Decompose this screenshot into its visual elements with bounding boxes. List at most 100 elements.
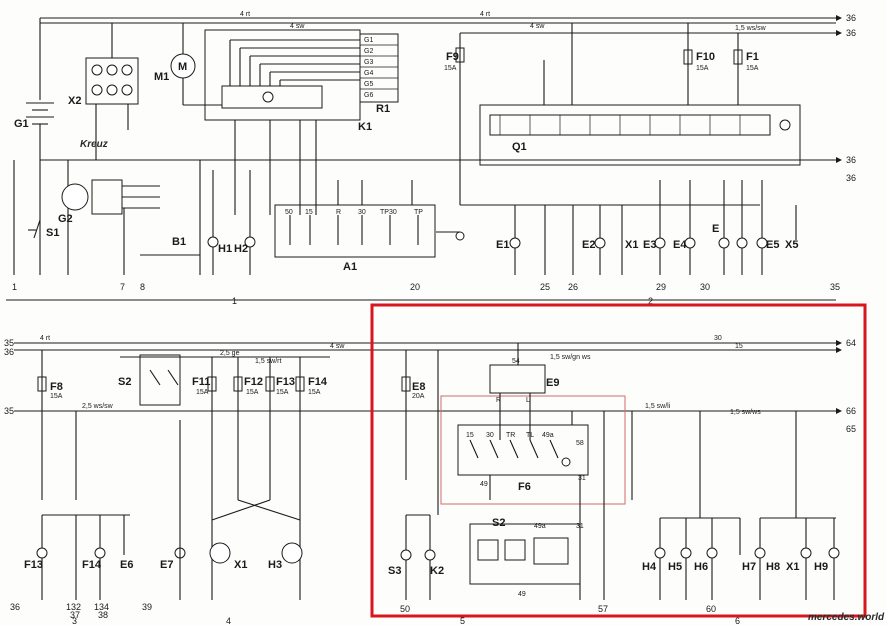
label-q1: Q1 xyxy=(512,141,527,153)
label-m1: M1 xyxy=(154,71,169,83)
highlight-outer-box xyxy=(370,303,867,618)
label-e6: F13 xyxy=(24,559,43,571)
label-e1: E1 xyxy=(496,239,509,251)
s3-term-49a: 49a xyxy=(542,432,554,439)
relay-term-g1: G1 xyxy=(364,37,373,44)
top-num-25: 25 xyxy=(540,282,550,292)
label-f10: F10 xyxy=(696,51,715,63)
section-5-circuit xyxy=(400,343,633,600)
relay-module-k1 xyxy=(204,29,399,215)
top-num-20: 20 xyxy=(410,282,420,292)
bus-term-b-65: 65 xyxy=(846,424,856,434)
s3-term-31: 31 xyxy=(578,475,586,482)
fuses-top xyxy=(455,23,760,206)
label-x5: X5 xyxy=(785,239,798,251)
a1-term-tp30: TP30 xyxy=(380,209,397,216)
label-e4: E4 xyxy=(673,239,687,251)
s3-term-49: 49 xyxy=(480,481,488,488)
label-e5: E5 xyxy=(766,239,779,251)
bus-term-36a: 36 xyxy=(846,13,856,23)
sensors-b1-h1-h2 xyxy=(140,160,256,275)
label-g1: G1 xyxy=(14,118,29,130)
label-h1: H1 xyxy=(218,243,232,255)
fuse-f1-rating: 15A xyxy=(746,65,759,72)
bus-term-b-64: 64 xyxy=(846,338,856,348)
section-label-5: 5 xyxy=(460,616,465,626)
handwriting-note: Kreuz xyxy=(80,139,108,150)
bus-term-b-35: 35 xyxy=(4,338,14,348)
top-num-1: 1 xyxy=(12,282,17,292)
label-e2: E2 xyxy=(582,239,595,251)
watermark: mercedes.world xyxy=(808,612,885,623)
label-f9: F9 xyxy=(446,51,459,63)
bus-label-b-15: 15 xyxy=(735,343,743,350)
top-num-7: 7 xyxy=(120,282,125,292)
label-x1-b3: E6 xyxy=(120,559,133,571)
bus-term-b-36: 36 xyxy=(4,347,14,357)
section-label-4: 4 xyxy=(226,616,231,626)
section-label-6: 6 xyxy=(735,616,740,626)
s2-term-r: R xyxy=(496,397,501,404)
label-r1: R1 xyxy=(376,103,390,115)
bottom-num-132: 132 xyxy=(66,602,81,612)
s3-term-tl: TL xyxy=(526,432,534,439)
bus-label-4rt-2: 4 rt xyxy=(480,11,490,18)
fuse-f8-rating: 15A xyxy=(50,393,63,400)
bottom-num-38: 38 xyxy=(98,610,108,620)
top-num-30: 30 xyxy=(700,282,710,292)
label-x1-b6: H7 xyxy=(742,561,756,573)
section-6-circuit xyxy=(654,411,840,600)
bus-label-4rt: 4 rt xyxy=(240,11,250,18)
label-h2: H2 xyxy=(234,243,248,255)
switch-s1 xyxy=(28,219,41,239)
label-s2-left: S2 xyxy=(118,376,131,388)
label-f14: F14 xyxy=(308,376,328,388)
label-b1: B1 xyxy=(172,236,186,248)
top-lamps xyxy=(509,180,797,275)
label-s2-right: E9 xyxy=(546,377,559,389)
a1-term-tp: TP xyxy=(414,209,423,216)
label-s1: S1 xyxy=(46,227,59,239)
s2-term-54: 54 xyxy=(512,358,520,365)
bus-label-b-4rt: 4 rt xyxy=(40,335,50,342)
k2-term-49: 49 xyxy=(518,591,526,598)
highlight-inner-box xyxy=(440,395,626,505)
bottom-num-134: 134 xyxy=(94,602,109,612)
s3-term-58: 58 xyxy=(576,440,584,447)
bottom-num-50: 50 xyxy=(400,604,410,614)
top-num-29: 29 xyxy=(656,282,666,292)
label-x1-top: X1 xyxy=(625,239,638,251)
s3-term-tr: TR xyxy=(506,432,515,439)
bottom-num-36: 36 xyxy=(10,602,20,612)
top-num-35: 35 xyxy=(830,282,840,292)
bottom-num-37: 37 xyxy=(70,610,80,620)
label-k1: K1 xyxy=(358,121,372,133)
label-h3: E7 xyxy=(160,559,173,571)
bus-label-b-4sw: 4 sw xyxy=(330,343,345,350)
top-num-26: 26 xyxy=(568,282,578,292)
bus-label-b-15swrt: 1,5 sw/rt xyxy=(255,358,282,365)
bus-label-b-30: 30 xyxy=(714,335,722,342)
label-x2: X2 xyxy=(68,95,81,107)
label-h4: S3 xyxy=(388,565,401,577)
bus-label-b-15swgnws: 1,5 sw/gn ws xyxy=(550,354,591,361)
section-label-3: 3 xyxy=(72,616,77,626)
label-h10: X1 xyxy=(786,561,799,573)
label-s3: F6 xyxy=(518,481,531,493)
fuse-f14-rating: 15A xyxy=(308,389,321,396)
bus-term-b-35b: 35 xyxy=(4,406,14,416)
k2-term-49a: 49a xyxy=(534,523,546,530)
label-f12: F12 xyxy=(244,376,263,388)
bottom-bus-lines xyxy=(14,340,842,414)
section-4-circuit xyxy=(139,354,305,600)
bus-term-36d: 36 xyxy=(846,173,856,183)
motor-m1: M xyxy=(170,23,222,106)
bus-label-4sw-2: 4 sw xyxy=(530,23,545,30)
s2-term-l: L xyxy=(526,397,530,404)
connector-x2 xyxy=(85,23,139,160)
relay-term-g6: G6 xyxy=(364,92,373,99)
bus-label-b-25wssw: 2,5 ws/sw xyxy=(82,403,114,410)
section-label-2: 2 xyxy=(648,296,653,306)
bus-term-36c: 36 xyxy=(846,155,856,165)
